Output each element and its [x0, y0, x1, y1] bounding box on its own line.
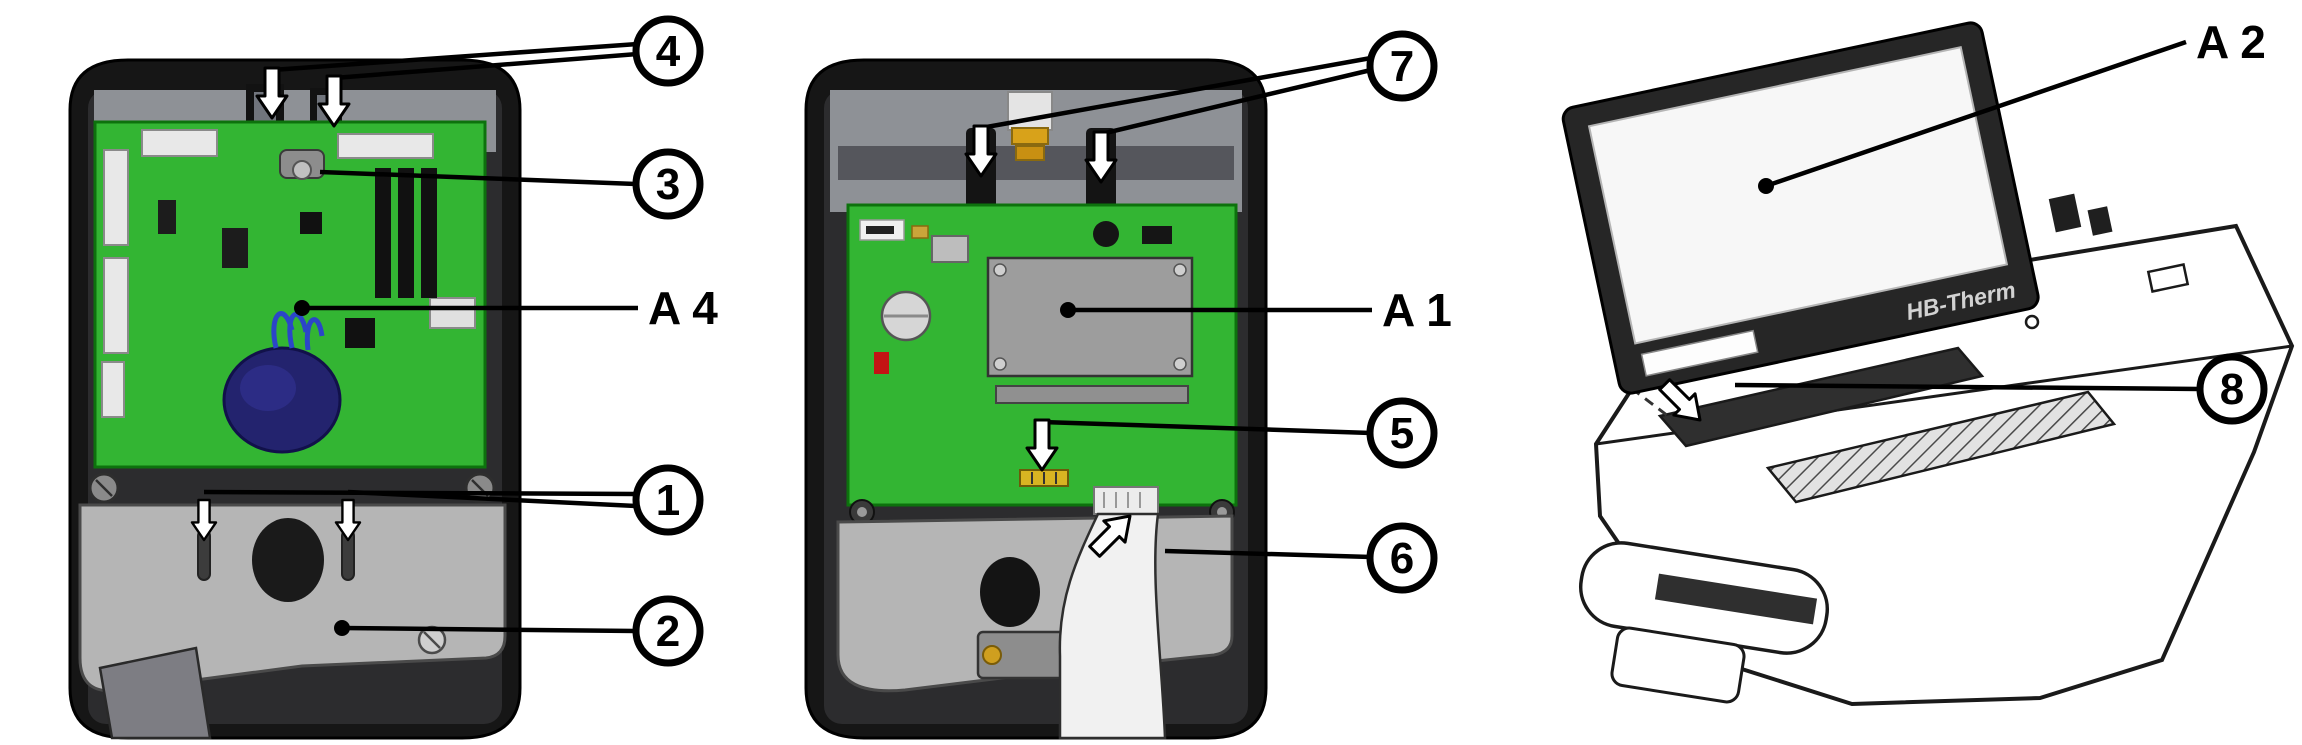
pcb-dark-connectors — [158, 168, 437, 348]
console-pedestal — [1578, 541, 1830, 704]
bracket-screw-left — [982, 645, 1002, 665]
sd-card-slot — [911, 225, 969, 263]
arrow-icon-8 — [1658, 378, 1702, 422]
arrow-icon-7a — [964, 124, 998, 178]
leader-line-7a — [980, 55, 1372, 131]
callout-1-label: 1 — [656, 476, 680, 525]
callout-7-label: 7 — [1390, 42, 1414, 91]
air-duct — [98, 646, 212, 740]
callout-6-label: 6 — [1390, 534, 1414, 583]
leader-line-1a — [203, 489, 638, 497]
callout-7: 7 — [964, 30, 1438, 184]
latch-part — [279, 149, 325, 180]
console-slot-front — [1765, 390, 2117, 504]
target-dot-a2 — [1758, 178, 1774, 194]
leader-line-1b — [347, 489, 638, 509]
cooling-pump-component — [222, 346, 342, 454]
callout-2-label: 2 — [656, 607, 680, 656]
middle-unit-rear-view — [804, 58, 1268, 740]
leader-line-7b — [1100, 67, 1372, 137]
callout-3-label: 3 — [656, 160, 680, 209]
target-dot-2 — [334, 620, 350, 636]
callouts-layer: 4 3 A 4 1 2 — [190, 15, 2268, 667]
callout-1-circle — [632, 464, 704, 536]
ribbon-cable-connector — [1093, 486, 1159, 515]
leader-line-8 — [1734, 382, 2201, 392]
leader-line-a2 — [1765, 39, 2187, 189]
arrow-icon-1b — [334, 498, 362, 542]
leader-line-6 — [1164, 548, 1372, 560]
leader-line-2 — [341, 625, 638, 634]
callout-7-circle — [1366, 30, 1438, 102]
callout-2-circle — [632, 595, 704, 667]
ref-label-a1: A 1 — [1060, 284, 1452, 336]
ref-label-a2: A 2 — [1758, 16, 2266, 194]
target-dot-a1 — [1060, 302, 1076, 318]
callout-5: 5 — [1025, 397, 1438, 472]
callout-4-label: 4 — [656, 27, 681, 76]
ref-label-a4: A 4 — [294, 282, 718, 334]
alignment-dashed-line — [1617, 376, 1669, 418]
module-a1 — [986, 256, 1194, 378]
io-board-a4 — [93, 120, 487, 469]
callout-2: 2 — [334, 595, 704, 667]
callout-3: 3 — [319, 148, 704, 220]
middle-plate-hole — [980, 557, 1040, 627]
coin-battery — [880, 290, 932, 342]
module-a1-cover — [986, 256, 1194, 378]
ref-label-a2-text: A 2 — [2196, 16, 2266, 68]
arrow-icon-4a — [255, 66, 289, 120]
leader-line-3 — [319, 169, 638, 187]
blue-wires — [271, 311, 325, 351]
console-slot-rear — [1657, 346, 1985, 448]
arrow-icon-5 — [1025, 418, 1059, 472]
arrow-icon-6 — [1088, 514, 1132, 558]
sticker-barcode — [866, 226, 894, 234]
arrow-icon-1a — [190, 498, 218, 542]
chip-component — [1142, 226, 1172, 244]
ribbon-cable — [1058, 512, 1167, 740]
display-unit-exploded-view: HB-Therm — [1561, 21, 2295, 707]
leader-line-4b — [333, 51, 638, 81]
callout-1: 1 — [190, 464, 704, 542]
display-label-strip — [1640, 329, 1759, 377]
callout-6: 6 — [1088, 514, 1438, 594]
arrow-icon-4b — [317, 74, 351, 128]
callout-8-circle — [2196, 353, 2268, 425]
callout-5-label: 5 — [1390, 409, 1414, 458]
control-board — [846, 203, 1238, 525]
callout-3-circle — [632, 148, 704, 220]
flat-cable-socket — [1019, 469, 1069, 487]
status-led — [874, 352, 889, 374]
ref-label-a4-text: A 4 — [648, 282, 718, 334]
pedestal-slot — [1654, 573, 1818, 625]
leader-line-5 — [1041, 419, 1372, 436]
display-panel-a2: HB-Therm — [1561, 21, 2040, 395]
left-unit-rear-view — [68, 58, 522, 740]
target-dot-a4 — [294, 300, 310, 316]
callout-5-circle — [1366, 397, 1438, 469]
callout-4-circle — [632, 15, 704, 87]
display-screen — [1587, 46, 2009, 345]
arrow-icon-7b — [1084, 130, 1118, 184]
ref-label-a1-text: A 1 — [1382, 284, 1452, 336]
callout-8-label: 8 — [2220, 365, 2244, 414]
pcb-edge-connectors — [101, 129, 476, 418]
buzzer-component — [1093, 221, 1119, 247]
plate-center-hole — [252, 518, 324, 602]
callout-6-circle — [1366, 522, 1438, 594]
callout-4: 4 — [255, 15, 704, 128]
leader-line-4a — [271, 41, 638, 73]
callout-8: 8 — [1658, 353, 2268, 425]
board-long-connector — [995, 385, 1189, 404]
